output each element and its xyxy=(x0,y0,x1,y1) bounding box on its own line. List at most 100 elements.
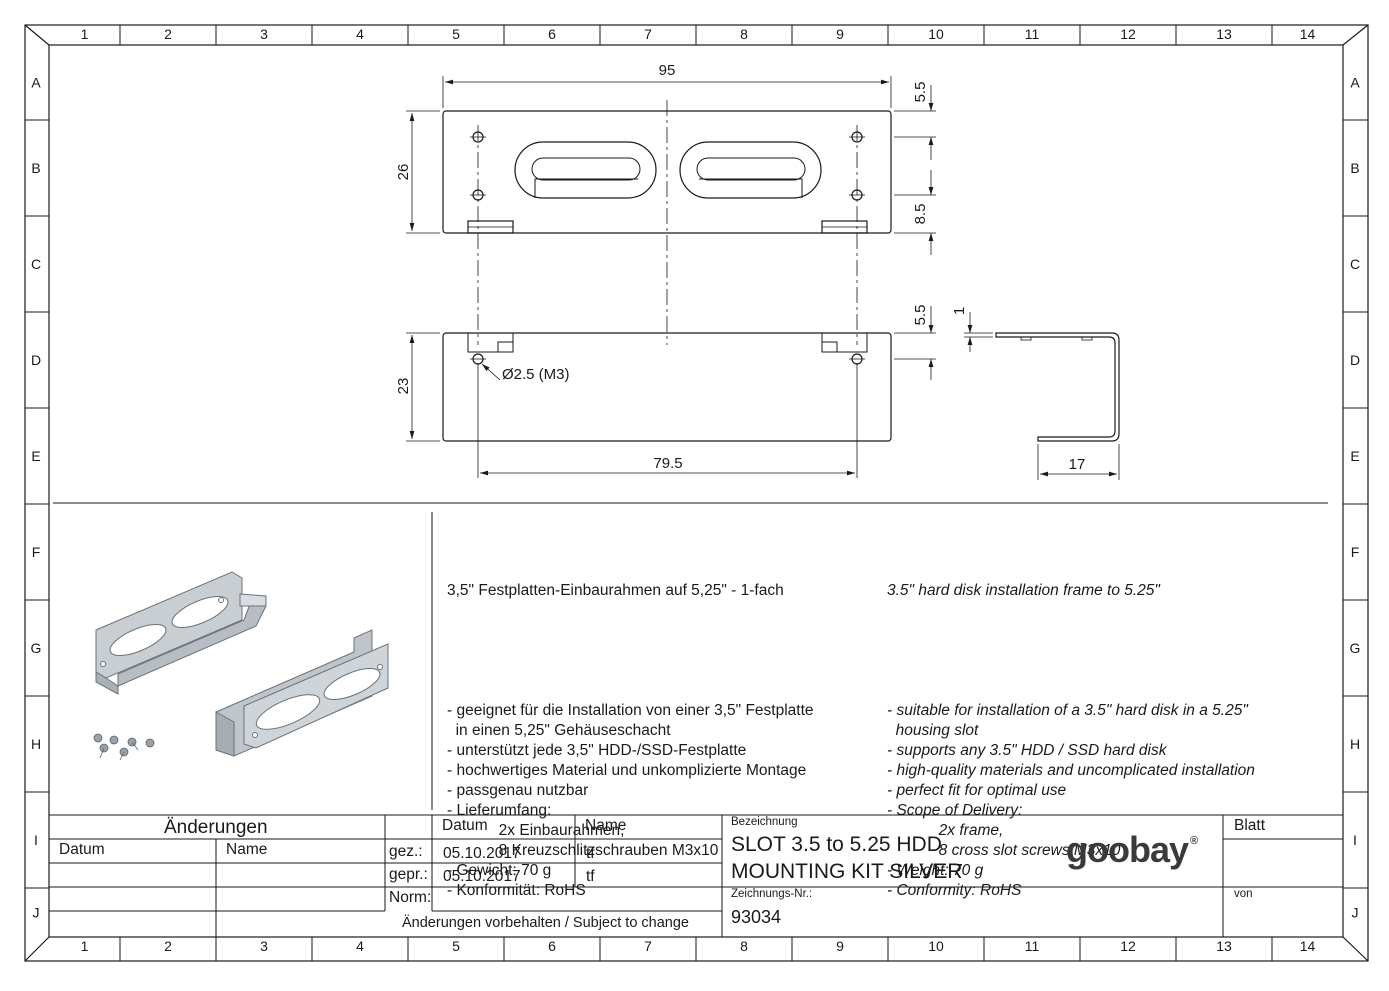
grid-col-label-top: 4 xyxy=(356,26,364,42)
grid-row-label-right: J xyxy=(1352,905,1359,921)
grid-row-label-right: A xyxy=(1350,75,1360,91)
grid-row-label-left: H xyxy=(31,736,41,752)
dim-top-5-5: 5.5 xyxy=(912,82,929,103)
title-block-grid xyxy=(49,814,1343,937)
grid-row-label-right: I xyxy=(1353,832,1357,848)
description-de: 3,5" Festplatten-Einbaurahmen auf 5,25" … xyxy=(447,541,814,921)
grid-row-label-left: C xyxy=(31,256,41,272)
grid-col-label-top: 13 xyxy=(1216,26,1232,42)
drawing-no-label: Zeichnungs-Nr.: xyxy=(731,888,813,900)
description-de-line: - unterstützt jede 3,5" HDD-/SSD-Festpla… xyxy=(447,742,747,759)
description-en-line: housing slot xyxy=(887,722,979,739)
grid-col-label-bottom: 7 xyxy=(644,938,652,954)
grid-row-label-right: D xyxy=(1350,352,1360,368)
grid-col-label-top: 1 xyxy=(81,26,89,42)
checked-date: 05.10.2017 xyxy=(443,868,521,885)
side-view xyxy=(995,332,1120,442)
grid-col-label-bottom: 6 xyxy=(548,938,556,954)
grid-col-label-top: 14 xyxy=(1300,26,1316,42)
centerlines xyxy=(470,100,865,345)
grid-col-label-top: 7 xyxy=(644,26,652,42)
description-de-line: - Konformität: RoHS xyxy=(447,882,586,899)
norm-label: Norm: xyxy=(389,889,432,906)
drawn-date: 05.10.2017 xyxy=(443,845,521,862)
grid-col-label-top: 12 xyxy=(1120,26,1136,42)
description-de-line: 2x Einbaurahmen, xyxy=(447,822,625,839)
grid-row-label-left: I xyxy=(34,832,38,848)
grid-col-label-bottom: 13 xyxy=(1216,938,1232,954)
description-de-line: 8 Kreuzschlitzschrauben M3x10 xyxy=(447,842,719,859)
top-view-dimensions xyxy=(406,76,936,255)
description-en-title: 3.5" hard disk installation frame to 5.2… xyxy=(887,582,1160,599)
grid-col-label-bottom: 14 xyxy=(1300,938,1316,954)
designation-line2: MOUNTING KIT SILVER xyxy=(731,860,963,883)
description-de-line: - hochwertiges Material und unkomplizier… xyxy=(447,762,807,779)
grid-col-label-bottom: 4 xyxy=(356,938,364,954)
grid-col-label-top: 5 xyxy=(452,26,460,42)
grid-row-label-right: E xyxy=(1350,448,1359,464)
grid-col-label-bottom: 8 xyxy=(740,938,748,954)
grid-col-label-bottom: 2 xyxy=(164,938,172,954)
subject-to-change: Änderungen vorbehalten / Subject to chan… xyxy=(402,915,689,931)
sheet-label: Blatt xyxy=(1234,817,1266,834)
grid-row-label-right: B xyxy=(1350,160,1359,176)
dim-hole-diameter: Ø2.5 (M3) xyxy=(502,366,570,383)
dim-depth-17: 17 xyxy=(1069,456,1086,473)
grid-col-label-top: 9 xyxy=(836,26,844,42)
checked-label: gepr.: xyxy=(389,866,428,883)
description-en-line: - Weight: 70 g xyxy=(887,862,984,879)
description-de-line: - passgenau nutzbar xyxy=(447,782,589,799)
grid-col-label-bottom: 9 xyxy=(836,938,844,954)
description-en-line: 2x frame, xyxy=(887,822,1004,839)
grid-col-label-bottom: 10 xyxy=(928,938,944,954)
dim-height-23: 23 xyxy=(395,378,412,395)
grid-row-label-left: F xyxy=(32,544,41,560)
bottom-view-dimensions xyxy=(406,306,936,478)
description-en-line: - perfect fit for optimal use xyxy=(887,782,1067,799)
grid-col-label-bottom: 1 xyxy=(81,938,89,954)
description-en-line: - high-quality materials and uncomplicat… xyxy=(887,762,1255,779)
grid-col-label-top: 6 xyxy=(548,26,556,42)
description-en-line: 8 cross slot screws M3x10 xyxy=(887,842,1121,859)
grid-row-label-right: F xyxy=(1351,544,1360,560)
grid-col-label-bottom: 5 xyxy=(452,938,460,954)
description-en-lines: - suitable for installation of a 3.5" ha… xyxy=(887,701,1255,901)
description-de-line: - geeignet für die Installation von eine… xyxy=(447,702,814,719)
changes-date-header: Datum xyxy=(59,841,105,858)
grid-row-label-left: D xyxy=(31,352,41,368)
bracket-right xyxy=(215,629,389,757)
grid-col-label-top: 8 xyxy=(740,26,748,42)
grid-row-label-right: H xyxy=(1350,736,1360,752)
grid-row-label-left: E xyxy=(31,448,40,464)
dim-width-95: 95 xyxy=(659,62,676,79)
goobay-logo-text: goobay xyxy=(1066,829,1189,870)
bracket-left xyxy=(95,571,267,695)
grid-row-label-right: G xyxy=(1350,640,1361,656)
description-en-line: - Conformity: RoHS xyxy=(887,882,1022,899)
grid-row-label-left: G xyxy=(31,640,42,656)
description-en-line: - supports any 3.5" HDD / SSD hard disk xyxy=(887,742,1167,759)
grid-row-label-left: B xyxy=(31,160,40,176)
grid-row-label-left: J xyxy=(33,905,40,921)
grid-ticks xyxy=(25,25,1368,961)
grid-row-label-right: C xyxy=(1350,256,1360,272)
grid-col-label-top: 3 xyxy=(260,26,268,42)
dim-height-26: 26 xyxy=(395,164,412,181)
of-label: von xyxy=(1234,888,1253,900)
description-en-line: - Scope of Delivery: xyxy=(887,802,1023,819)
description-de-line: - Lieferumfang: xyxy=(447,802,552,819)
name-header: Name xyxy=(585,817,627,834)
dim-bottom-8-5: 8.5 xyxy=(912,204,929,225)
side-view-dimensions xyxy=(964,312,1120,480)
description-de-line: - Gewicht: 70 g xyxy=(447,862,552,879)
dim-hole-spacing-79-5: 79.5 xyxy=(653,455,682,472)
designation-label: Bezeichnung xyxy=(731,816,798,828)
checked-name: tf xyxy=(586,868,595,885)
goobay-logo-mark: ® xyxy=(1190,835,1198,847)
dim-thickness-1: 1 xyxy=(951,307,968,315)
description-de-title: 3,5" Festplatten-Einbaurahmen auf 5,25" … xyxy=(447,582,784,599)
description-de-lines: - geeignet für die Installation von eine… xyxy=(447,701,814,901)
grid-col-label-bottom: 12 xyxy=(1120,938,1136,954)
dim-bottom-top-5-5: 5.5 xyxy=(912,305,929,326)
